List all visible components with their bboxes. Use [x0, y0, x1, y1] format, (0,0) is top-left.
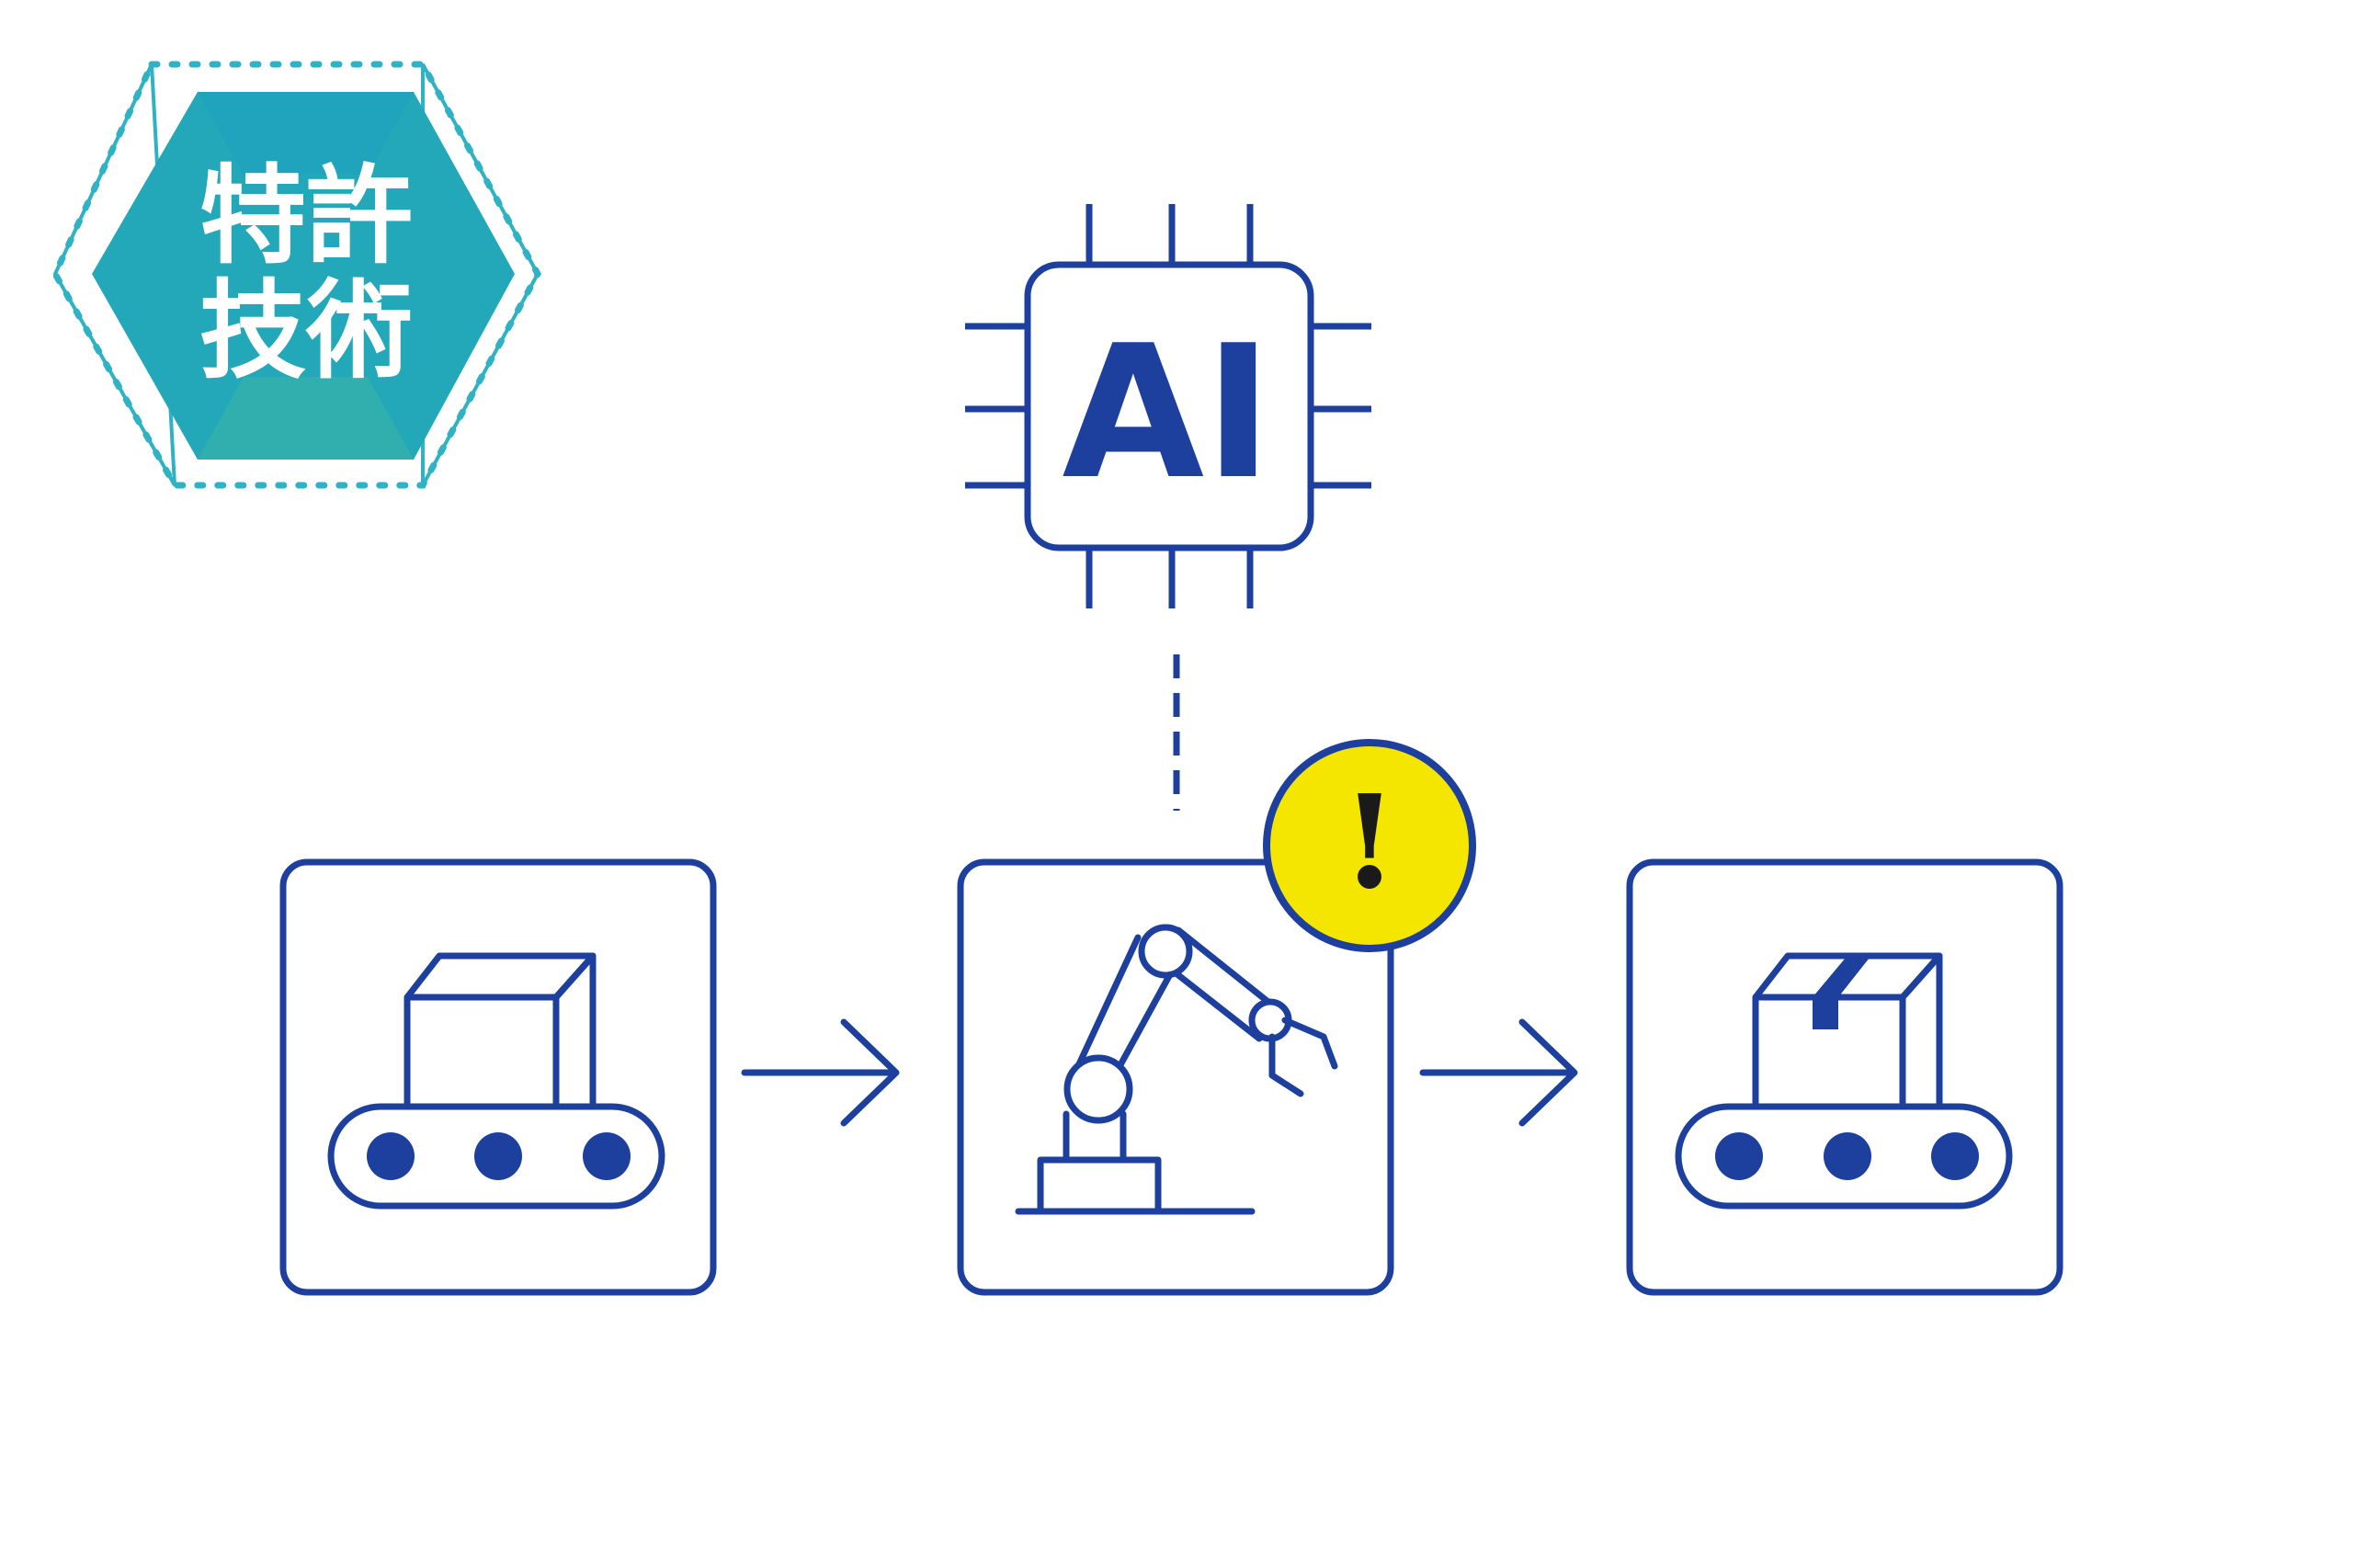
robot-gripper-top [1281, 1017, 1338, 1070]
conveyor-roller [474, 1132, 522, 1180]
robot-upper-arm-a [1175, 926, 1278, 1010]
chip-label: AI [1062, 306, 1272, 520]
badge-shade-top [198, 92, 414, 175]
robot-shoulder-joint [1063, 1054, 1133, 1124]
robot-base [1037, 1156, 1162, 1215]
robot-arm-icon [1015, 924, 1338, 1215]
robot-lower-arm-a [1068, 934, 1142, 1084]
input-stage-box [279, 858, 717, 1296]
output-stage-box [1626, 858, 2063, 1296]
package-tape-top [1813, 958, 1870, 997]
robot-gripper-bottom [1268, 1033, 1304, 1097]
chip-body [1024, 261, 1314, 551]
arrow-right-icon [1419, 1018, 1578, 1127]
patent-badge: 特許 技術 [51, 61, 541, 489]
badge-hexagon [92, 92, 515, 460]
alert-icon: ! [1341, 767, 1397, 918]
conveyor-roller [583, 1132, 631, 1180]
conveyor-roller [367, 1132, 415, 1180]
conveyor-roller [1931, 1132, 1979, 1180]
robot-upper-arm-b [1162, 961, 1263, 1042]
alert-badge: ! [1263, 739, 1476, 952]
package-tape [1813, 997, 1838, 1029]
ai-chip-icon [965, 204, 1371, 608]
process-stage-box [957, 858, 1394, 1296]
robot-elbow-joint [1138, 924, 1193, 979]
badge-line-1: 特許 [199, 154, 413, 278]
alert-circle [1263, 739, 1476, 952]
conveyor-roller [1715, 1132, 1763, 1180]
badge-shade-bottom [198, 377, 414, 460]
conveyor-roller [1824, 1132, 1871, 1180]
cube-front [404, 994, 560, 1110]
badge-line-2: 技術 [199, 269, 413, 393]
arrow-right-icon [741, 1018, 900, 1127]
